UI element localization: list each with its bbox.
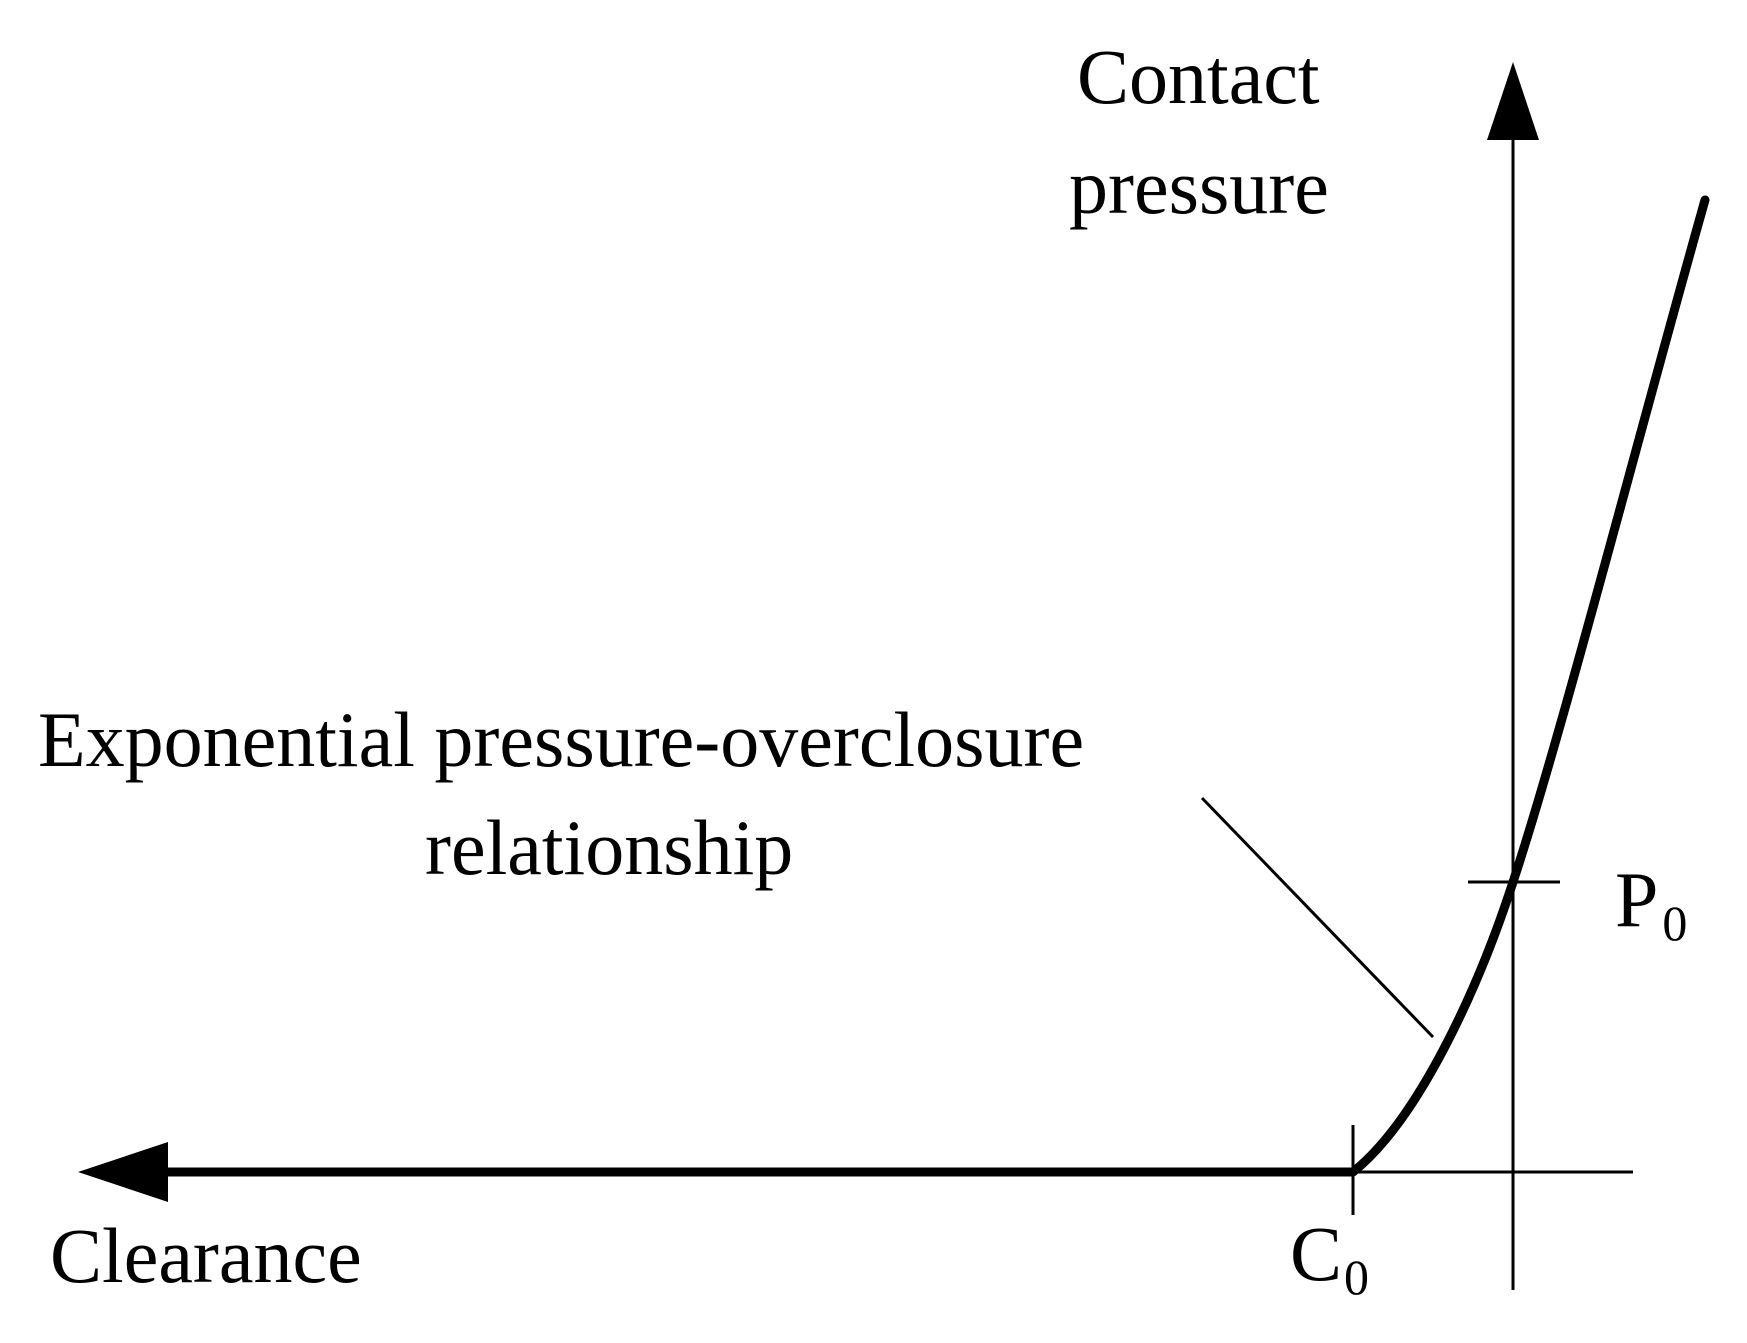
curve-leader-line [1200,796,1435,1039]
c0-letter: C [1290,1210,1342,1297]
curve-label-line1: Exponential pressure-overclosure [38,696,1084,783]
c0-subscript: 0 [1344,1249,1369,1305]
y-axis-label-line1: Contact [1077,33,1320,120]
clearance-arrowhead [78,1142,168,1202]
p0-letter: P [1615,856,1658,943]
pressure-overclosure-curve [1348,195,1710,1177]
c0-label: C0 [1290,1210,1369,1305]
p0-subscript: 0 [1662,895,1687,951]
p0-label: P0 [1615,856,1687,951]
contact-pressure-arrowhead [1487,62,1539,140]
x-axis-label: Clearance [50,1212,362,1299]
y-axis-label-line2: pressure [1069,143,1329,230]
curve-label-line2: relationship [425,804,793,891]
